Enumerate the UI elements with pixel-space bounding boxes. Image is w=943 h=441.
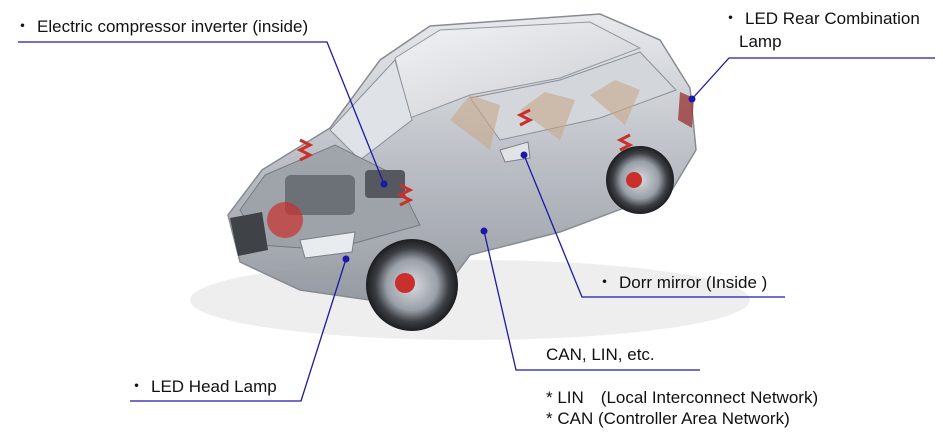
dot-headlamp — [342, 255, 350, 263]
seats — [450, 80, 640, 150]
dot-mirror — [520, 151, 528, 159]
label-rear-lamp: ・ LED Rear Combination — [722, 8, 920, 30]
bullet: ・ — [14, 17, 31, 36]
bullet: ・ — [128, 377, 145, 396]
compressor-text: Electric compressor inverter (inside) — [37, 17, 309, 36]
note-can-text: * CAN (Controller Area Network) — [546, 409, 790, 428]
leader-lines — [18, 41, 935, 402]
bullet: ・ — [722, 9, 739, 28]
label-can-lin: CAN, LIN, etc. — [546, 344, 655, 366]
leader-mirror — [523, 154, 785, 298]
label-rear-lamp-line2: Lamp — [739, 31, 782, 53]
side-windows — [469, 51, 677, 141]
leader-can — [483, 230, 700, 371]
note-lin: * LIN (Local Interconnect Network) — [546, 387, 818, 408]
label-mirror: ・ Dorr mirror (Inside ) — [596, 272, 767, 294]
rear-left-wheel — [267, 202, 303, 238]
dot-can — [480, 227, 488, 235]
windshield — [329, 59, 413, 161]
label-headlamp: ・ LED Head Lamp — [128, 376, 277, 398]
label-compressor: ・ Electric compressor inverter (inside) — [14, 16, 308, 38]
headlamp-text: LED Head Lamp — [151, 377, 277, 396]
dot-rear-lamp — [688, 95, 696, 103]
can-lin-text: CAN, LIN, etc. — [546, 345, 655, 364]
mirror-text: Dorr mirror (Inside ) — [619, 273, 768, 292]
front-grille — [230, 212, 268, 256]
leader-compressor — [18, 41, 385, 185]
leader-dots — [342, 95, 696, 263]
roof-glass — [394, 21, 642, 119]
front-brake — [395, 273, 415, 293]
suspension-springs — [296, 108, 634, 207]
note-can: * CAN (Controller Area Network) — [546, 408, 790, 429]
headlamp — [299, 231, 356, 259]
leader-headlamp — [130, 258, 347, 402]
engine-block — [285, 175, 355, 215]
rear-brake — [626, 172, 642, 188]
note-lin-text: * LIN (Local Interconnect Network) — [546, 388, 819, 407]
rear-lamp-text-2: Lamp — [739, 32, 782, 51]
bullet: ・ — [596, 273, 613, 292]
dot-compressor — [380, 180, 388, 188]
leader-rear-lamp — [691, 57, 935, 100]
rear-lamp-text-1: LED Rear Combination — [745, 9, 920, 28]
